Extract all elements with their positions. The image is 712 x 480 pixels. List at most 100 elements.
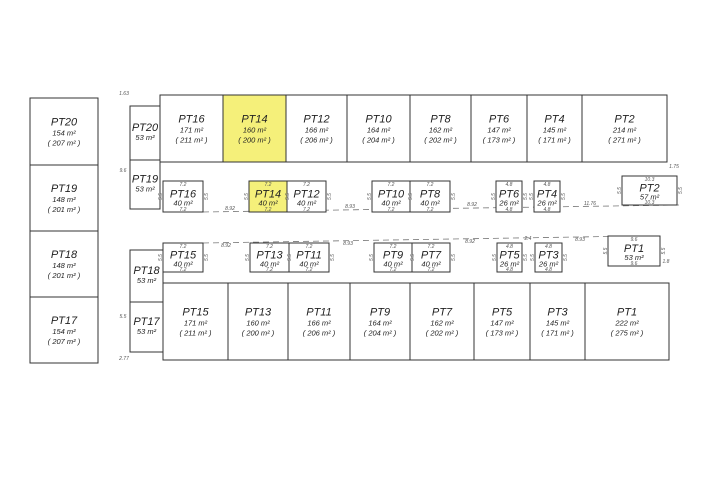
lot-boundary-pt9[interactable] xyxy=(349,282,411,361)
lot-area: 40 m² xyxy=(297,199,317,208)
lot-boundary-pt1[interactable] xyxy=(607,235,661,267)
lot-boundary-pt20[interactable] xyxy=(129,105,161,161)
lot-name: PT11 xyxy=(306,307,331,319)
lot-boundary-pt7[interactable] xyxy=(409,282,475,361)
lot-name: PT12 xyxy=(293,189,319,201)
lot-boundary-pt11[interactable] xyxy=(288,242,330,273)
lot-boundary-pt17[interactable] xyxy=(129,301,164,353)
lot-area: 40 m² xyxy=(421,260,441,269)
lot-boundary-pt17[interactable] xyxy=(29,296,99,364)
lot-boundary-pt12[interactable] xyxy=(286,180,327,213)
lot-boundary-pt12[interactable] xyxy=(285,94,348,163)
lot-boundary-pt19[interactable] xyxy=(129,159,161,210)
lot-name: PT8 xyxy=(420,189,441,201)
lot-boundary-pt16[interactable] xyxy=(162,180,204,213)
dimension-depth: 5.5 xyxy=(327,193,333,200)
lot-name: PT12 xyxy=(303,114,329,126)
lot-boundary-pt3[interactable] xyxy=(529,282,586,361)
lot-gross-area: ( 206 m² ) xyxy=(300,136,333,145)
lot-name: PT3 xyxy=(538,250,559,262)
lot-name: PT4 xyxy=(537,189,557,201)
lot-boundary-pt14[interactable] xyxy=(248,180,288,213)
dimension-width: 7.2 xyxy=(265,182,272,188)
dimension-depth: 5.5 xyxy=(158,254,164,261)
lot-boundary-pt8[interactable] xyxy=(409,180,451,213)
lot-area: 40 m² xyxy=(173,199,193,208)
lot-boundary-pt19[interactable] xyxy=(29,164,99,232)
dimension-width: 10.3 xyxy=(645,200,655,206)
lot-boundary-pt15[interactable] xyxy=(162,242,204,273)
lot-boundary-pt18[interactable] xyxy=(129,249,164,303)
lot-area: 147 m² xyxy=(490,319,514,328)
lot-area: 53 m² xyxy=(624,253,644,262)
lot-boundary-pt10[interactable] xyxy=(346,94,411,163)
lot-boundary-pt7[interactable] xyxy=(411,242,451,273)
dimension-depth: 5.5 xyxy=(287,254,293,261)
lot-boundary-pt16[interactable] xyxy=(159,94,224,163)
dimension-width: 9.6 xyxy=(631,237,638,243)
lot-name: PT16 xyxy=(178,114,205,126)
dimension-depth: 5.5 xyxy=(245,254,251,261)
dimension-label: 1.63 xyxy=(119,91,129,97)
dimension-label: 8.93 xyxy=(345,204,355,210)
lot-name: PT17 xyxy=(51,315,78,327)
lot-boundary-pt3[interactable] xyxy=(534,242,563,273)
lot-area: 160 m² xyxy=(246,319,270,328)
lot-boundary-pt2[interactable] xyxy=(581,94,668,163)
lot-boundary-pt13[interactable] xyxy=(227,282,289,361)
lot-boundary-pt9[interactable] xyxy=(373,242,413,273)
lot-boundary-pt5[interactable] xyxy=(496,242,523,273)
lot-boundary-pt14[interactable] xyxy=(222,94,287,163)
lot-area: 57 m² xyxy=(640,193,660,202)
lot-name: PT6 xyxy=(489,114,510,126)
lot-boundary-pt5[interactable] xyxy=(473,282,531,361)
lot-boundary-pt6[interactable] xyxy=(470,94,528,163)
lot-boundary-pt2[interactable] xyxy=(621,175,678,206)
lot-boundary-pt4[interactable] xyxy=(533,180,561,213)
dimension-width: 7.2 xyxy=(388,207,395,213)
lot-boundary-pt1[interactable] xyxy=(584,282,670,361)
lot-boundary-pt6[interactable] xyxy=(495,180,523,213)
lot-boundary-pt20[interactable] xyxy=(29,97,99,166)
